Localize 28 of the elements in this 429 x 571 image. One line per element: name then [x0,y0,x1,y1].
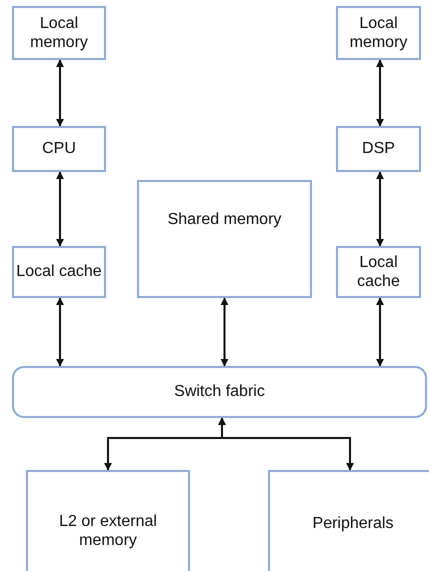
component-box [137,180,312,298]
box-label: Local memory [29,14,89,52]
arrow [376,297,384,367]
component-box [336,6,421,60]
arrow [56,59,64,127]
component-box [268,470,429,571]
box-label: CPU [42,139,76,159]
box-label: Shared memory [168,210,282,230]
arrow [376,171,384,247]
arrow [56,171,64,247]
box-label: Local cache [356,252,401,292]
box-label: Switch fabric [174,382,265,402]
arrow [218,417,354,471]
component-box [336,246,421,298]
box-label: Local memory [348,14,408,52]
component-box [336,126,421,172]
component-box [12,246,106,298]
arrow [376,59,384,127]
component-box [12,126,106,172]
box-label: Peripherals [312,514,394,534]
box-label: DSP [362,139,395,159]
component-box [26,470,190,571]
component-box [12,6,106,60]
rounded-box [12,366,427,418]
arrow [56,297,64,367]
box-label: L2 or external memory [58,512,158,550]
arrow [220,297,228,367]
box-label: Local cache [16,262,102,282]
